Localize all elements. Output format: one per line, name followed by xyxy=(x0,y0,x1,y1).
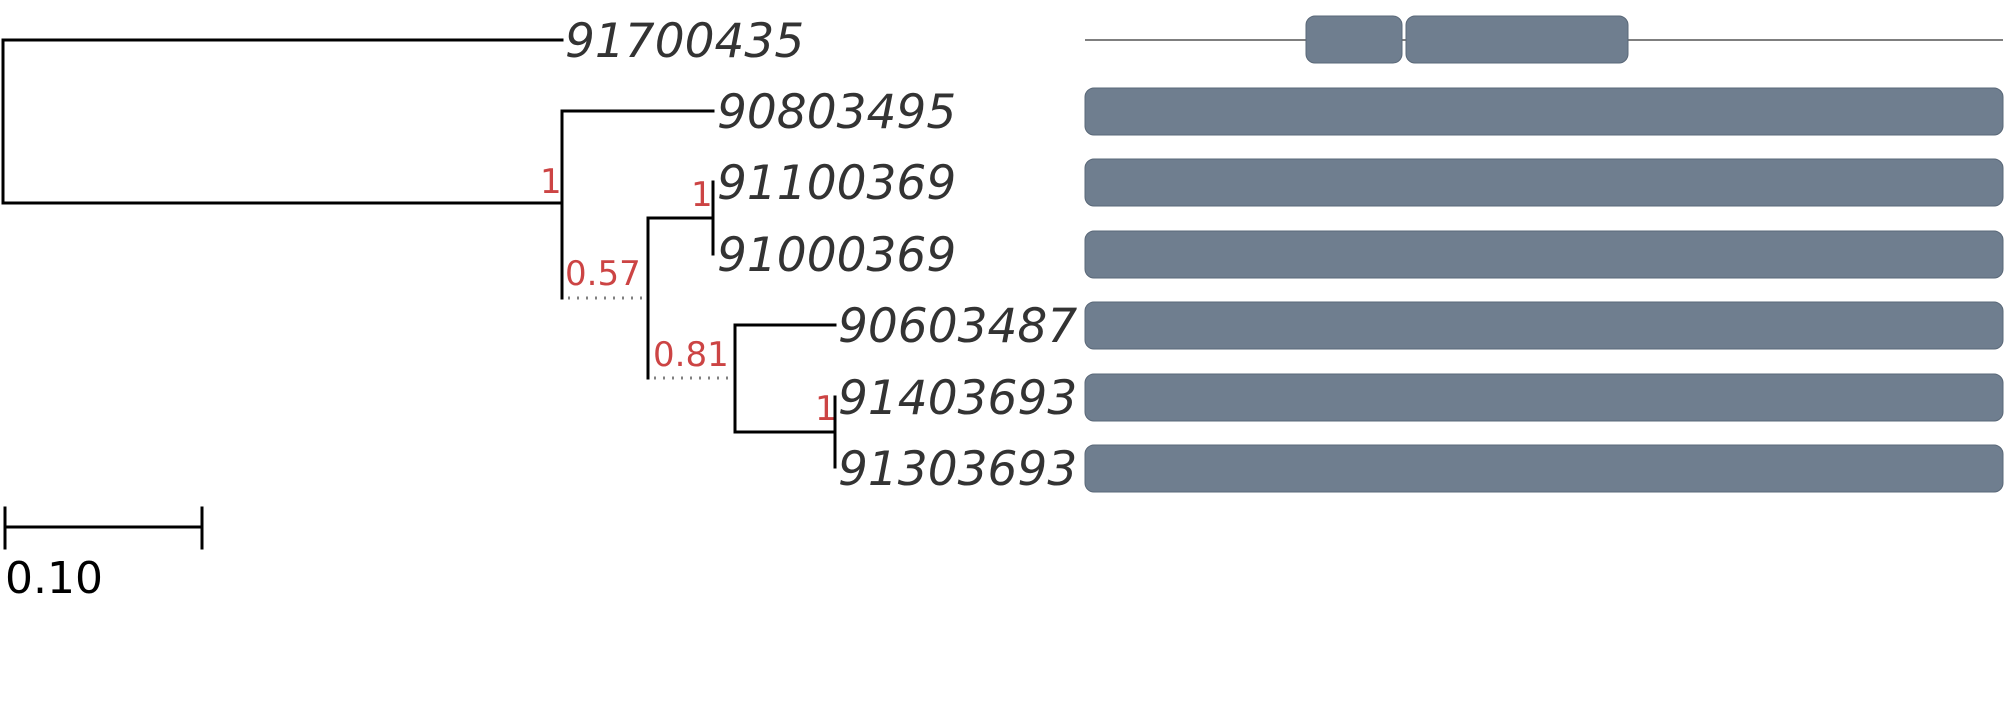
domain-track-91700435 xyxy=(1085,15,2003,64)
leaf-label-90603487: 90603487 xyxy=(838,299,1077,354)
scale-bar: 0.10 xyxy=(3,506,204,604)
leaf-label-91100369: 91100369 xyxy=(717,156,956,211)
domain-box-91403693 xyxy=(1084,373,2004,422)
leaf-labels: 91700435 90803495 91100369 91000369 9060… xyxy=(565,14,1077,497)
leaf-label-91000369: 91000369 xyxy=(717,228,956,283)
leaf-label-90803495: 90803495 xyxy=(717,85,956,140)
domain-box xyxy=(1405,15,1629,64)
support-value-node-e: 1 xyxy=(815,389,837,429)
scale-bar-label: 0.10 xyxy=(5,553,103,604)
domain-box xyxy=(1305,15,1403,64)
leaf-label-91303693: 91303693 xyxy=(838,442,1077,497)
domain-tracks xyxy=(1084,15,2004,493)
scale-bar-line xyxy=(3,506,204,550)
leaf-label-91403693: 91403693 xyxy=(838,371,1077,426)
domain-box-90803495 xyxy=(1084,87,2004,136)
domain-box-91303693 xyxy=(1084,444,2004,493)
domain-box-91100369 xyxy=(1084,158,2004,207)
support-values: 1 0.57 1 0.81 1 xyxy=(540,162,837,429)
support-value-node-a: 1 xyxy=(540,162,562,202)
leaf-label-91700435: 91700435 xyxy=(565,14,804,69)
support-value-node-d: 0.81 xyxy=(653,335,729,375)
support-value-node-c: 1 xyxy=(691,175,713,215)
domain-box-91000369 xyxy=(1084,230,2004,279)
tree-branches xyxy=(1,38,837,469)
support-value-node-b: 0.57 xyxy=(565,254,641,294)
domain-box-90603487 xyxy=(1084,301,2004,350)
